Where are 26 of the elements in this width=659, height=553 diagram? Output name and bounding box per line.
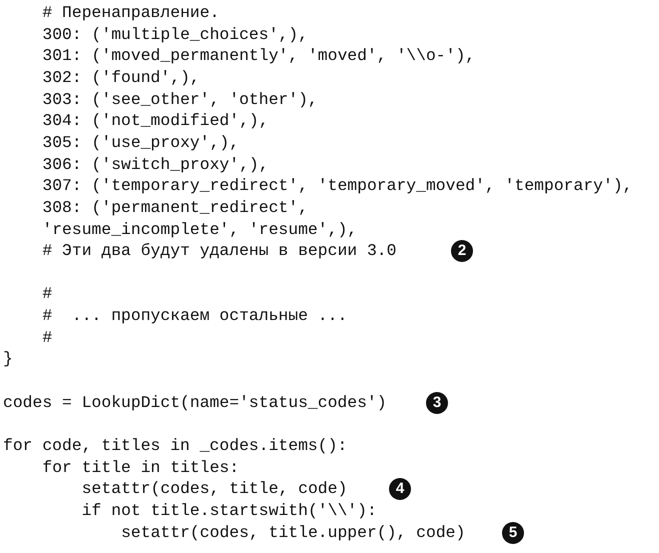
code-line: 307: ('temporary_redirect', 'temporary_moved', 'temporary'), [42,176,633,196]
code-line: 303: ('see_other', 'other'), [42,90,318,110]
code-line: 308: ('permanent_redirect', [42,198,308,218]
callout-number: 4 [389,478,411,500]
code-line: # ... пропускаем остальные ... [42,306,348,326]
code-line: 300: ('multiple_choices',), [42,24,308,45]
code-line: # [42,284,52,304]
code-line: 302: ('found',), [42,68,200,88]
code-line: codes = LookupDict(name='status_codes') [3,392,387,413]
code-line: } [3,349,13,370]
code-line: 301: ('moved_permanently', 'moved', '\\o-'), [42,46,476,66]
code-line: 305: ('use_proxy',), [42,132,240,153]
code-line: if not title.startswith('\\'): [82,500,377,521]
code-line: setattr(codes, title.upper(), code) [121,522,466,543]
code-line: 'resume_incomplete', 'resume',), [42,220,358,240]
code-line: # Перенаправление. [42,3,220,23]
code-line: setattr(codes, title, code) [82,479,348,500]
code-line: for title in titles: [42,458,240,478]
code-line: 306: ('switch_proxy',), [42,154,269,175]
callout-number: 5 [502,522,524,544]
code-line: # [42,328,52,348]
code-line: for code, titles in _codes.items(): [3,436,348,456]
code-line: # Эти два будут удалены в версии 3.0 [42,241,396,262]
code-line: 304: ('not_modified',), [42,111,269,132]
callout-number: 3 [426,392,448,414]
callout-number: 2 [451,240,473,262]
